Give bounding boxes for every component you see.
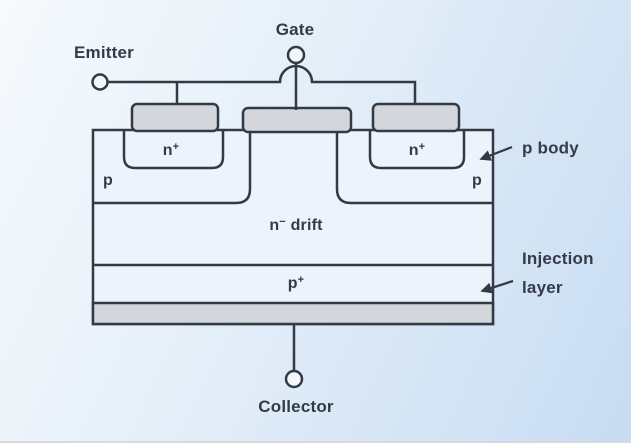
gate-electrode-pad	[241, 106, 353, 134]
injection-layer-line2: layer	[522, 278, 563, 297]
left-emitter-contact-pad	[130, 102, 220, 133]
p-plus-sup: +	[297, 274, 305, 286]
injection-layer-arrow	[480, 279, 514, 294]
p-right-label: p	[472, 172, 482, 189]
left-p-well-boundary	[93, 130, 252, 205]
n-drift-sup: −	[279, 216, 286, 228]
gate-terminal-circle	[286, 45, 306, 65]
right-emitter-contact-pad	[371, 102, 461, 133]
right-n-plus-well-outline	[368, 130, 466, 170]
n-drift-rest: drift	[285, 217, 323, 234]
emitter-label: Emitter	[74, 43, 134, 62]
n-plus-right-base: n	[408, 142, 419, 159]
p-body-annotation: p body	[522, 138, 579, 158]
collector-terminal-circle	[284, 369, 304, 389]
n-drift-label: n− drift	[269, 216, 323, 235]
emitter-wire	[108, 64, 417, 104]
gate-label: Gate	[275, 20, 315, 39]
semiconductor-body-outline	[91, 128, 495, 326]
n-plus-left-label: n+	[162, 141, 180, 160]
p-left-label: p	[103, 172, 113, 189]
n-plus-right-sup: +	[418, 141, 426, 153]
n-plus-right-label: n+	[408, 141, 426, 160]
injection-layer-line1: Injection	[522, 249, 594, 268]
emitter-terminal-circle	[91, 73, 109, 91]
p-body-arrow	[479, 145, 513, 161]
collector-metal-layer	[91, 301, 495, 326]
p-plus-base: p	[287, 275, 298, 292]
left-n-plus-well-outline	[122, 130, 225, 170]
collector-label: Collector	[258, 397, 334, 416]
injection-layer-annotation: Injection layer	[522, 244, 594, 302]
n-drift-base: n	[269, 217, 280, 234]
right-p-well-boundary	[335, 130, 493, 205]
n-plus-left-sup: +	[172, 141, 180, 153]
n-plus-left-base: n	[162, 142, 173, 159]
p-plus-label: p+	[287, 274, 305, 293]
